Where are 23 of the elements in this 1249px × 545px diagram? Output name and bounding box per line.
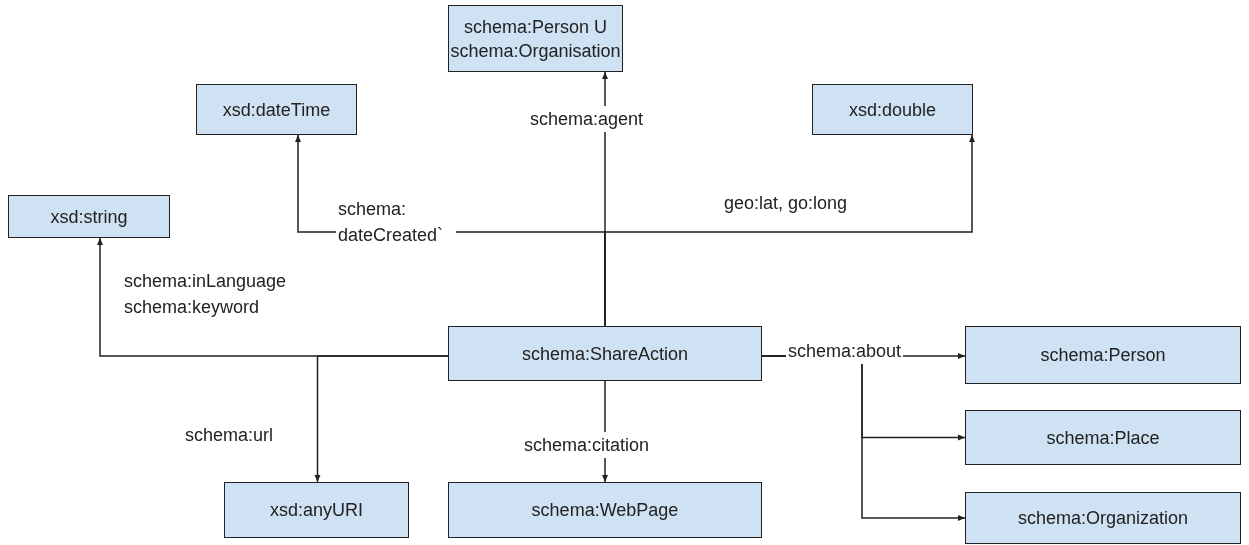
class-name: schema:Person U schema:Organisation <box>450 15 621 63</box>
class-name: schema:Person <box>1040 344 1166 367</box>
class-box <box>965 326 1241 384</box>
class-box <box>8 195 170 238</box>
class-name: xsd:dateTime <box>222 98 331 122</box>
class-name: schema:Organization <box>1017 507 1189 530</box>
arrow <box>314 355 449 483</box>
class-name: xsd:string <box>50 205 128 229</box>
class-box <box>196 84 357 135</box>
class-box <box>224 482 409 538</box>
class-box <box>448 5 623 72</box>
edge-label: schema:agent <box>528 106 646 132</box>
class-name: schema:Place <box>1046 426 1160 450</box>
class-name: schema:WebPage <box>531 499 679 522</box>
class-box <box>448 482 762 538</box>
class-box <box>965 410 1241 465</box>
class-box <box>448 326 762 381</box>
class-box <box>812 84 973 135</box>
class-box <box>965 492 1241 544</box>
class-name: xsd:anyURI <box>269 499 363 522</box>
arrow <box>604 134 975 327</box>
class-name: xsd:double <box>848 98 937 122</box>
class-name: schema:ShareAction <box>521 342 689 366</box>
